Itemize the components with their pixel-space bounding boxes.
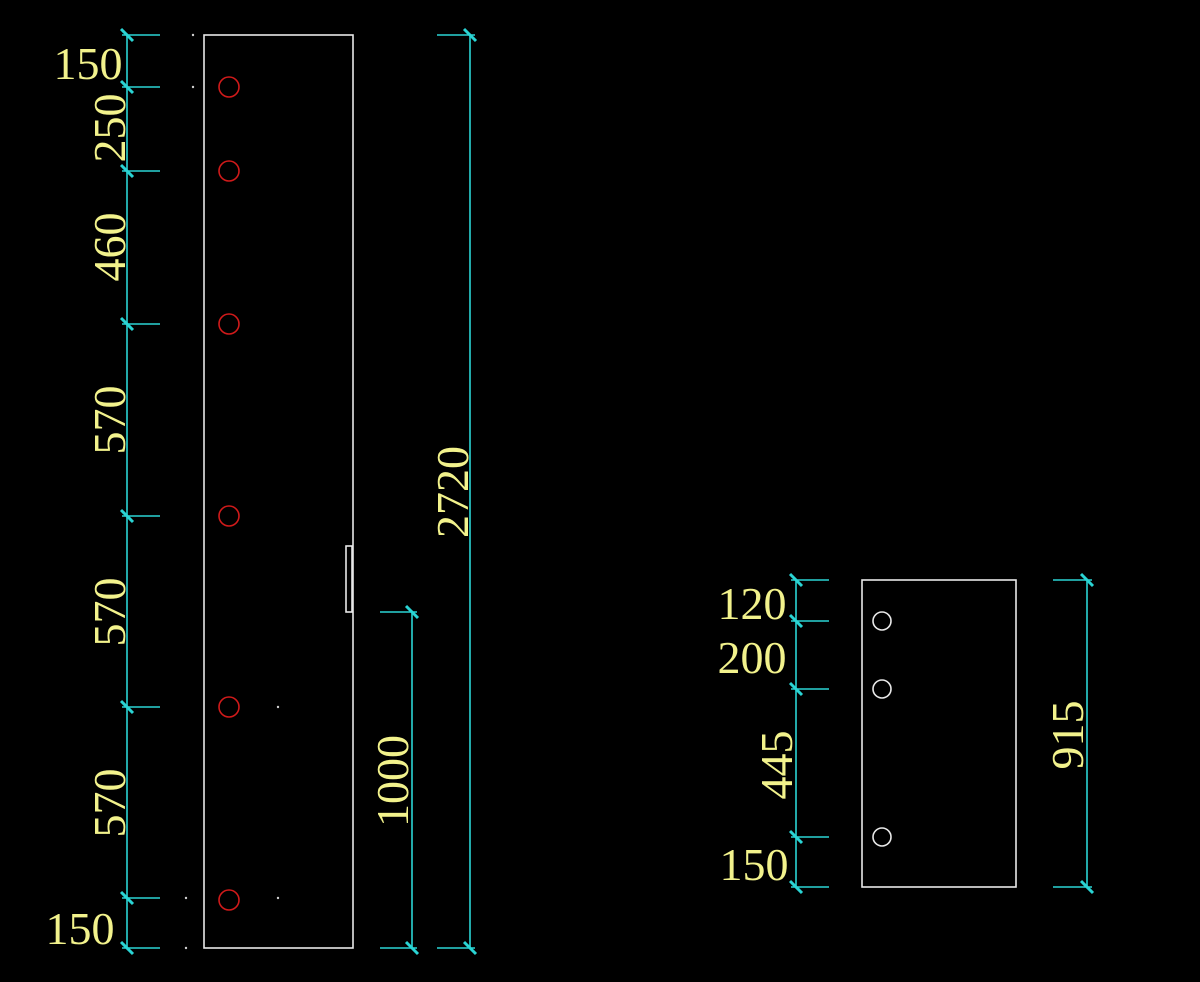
dimension-label: 250 [84,94,135,163]
large-panel-holes [218,76,240,911]
dimension-label: 150 [54,38,123,89]
left-chain-dimension: 150 250 460 570 570 570 150 [46,27,160,956]
dimension-label: 915 [1042,701,1093,770]
reference-dots [184,33,280,950]
hinge-hole [872,611,892,631]
small-chain-dimension: 120 200 445 150 [718,572,829,895]
dimension-label: 200 [718,632,787,683]
dimension-label: 1000 [367,735,418,827]
hinge-hole [218,313,240,335]
small-panel: 120 200 445 150 915 [718,572,1095,895]
small-panel-outline [861,579,1017,888]
hinge-hole [872,827,892,847]
hinge-hole [218,160,240,182]
handle-outline [345,545,353,613]
dimension-label: 445 [751,731,802,800]
dimension-label: 570 [84,769,135,838]
handle-height-dimension: 1000 [367,604,420,956]
small-overall-dimension: 915 [1042,572,1095,895]
overall-height-dimension: 2720 [427,27,478,956]
hinge-hole [218,505,240,527]
large-panel-outline [203,34,354,949]
dimension-label: 460 [84,213,135,282]
hinge-hole [218,76,240,98]
dimension-label: 150 [46,903,115,954]
dimension-label: 570 [84,578,135,647]
dimension-label: 2720 [427,446,478,538]
dimension-label: 150 [720,839,789,890]
large-panel: 150 250 460 570 570 570 150 1000 2720 [46,27,478,956]
hinge-hole [218,889,240,911]
dimension-label: 570 [84,386,135,455]
dimension-label: 120 [718,578,787,629]
hinge-hole [218,696,240,718]
hinge-hole [872,679,892,699]
